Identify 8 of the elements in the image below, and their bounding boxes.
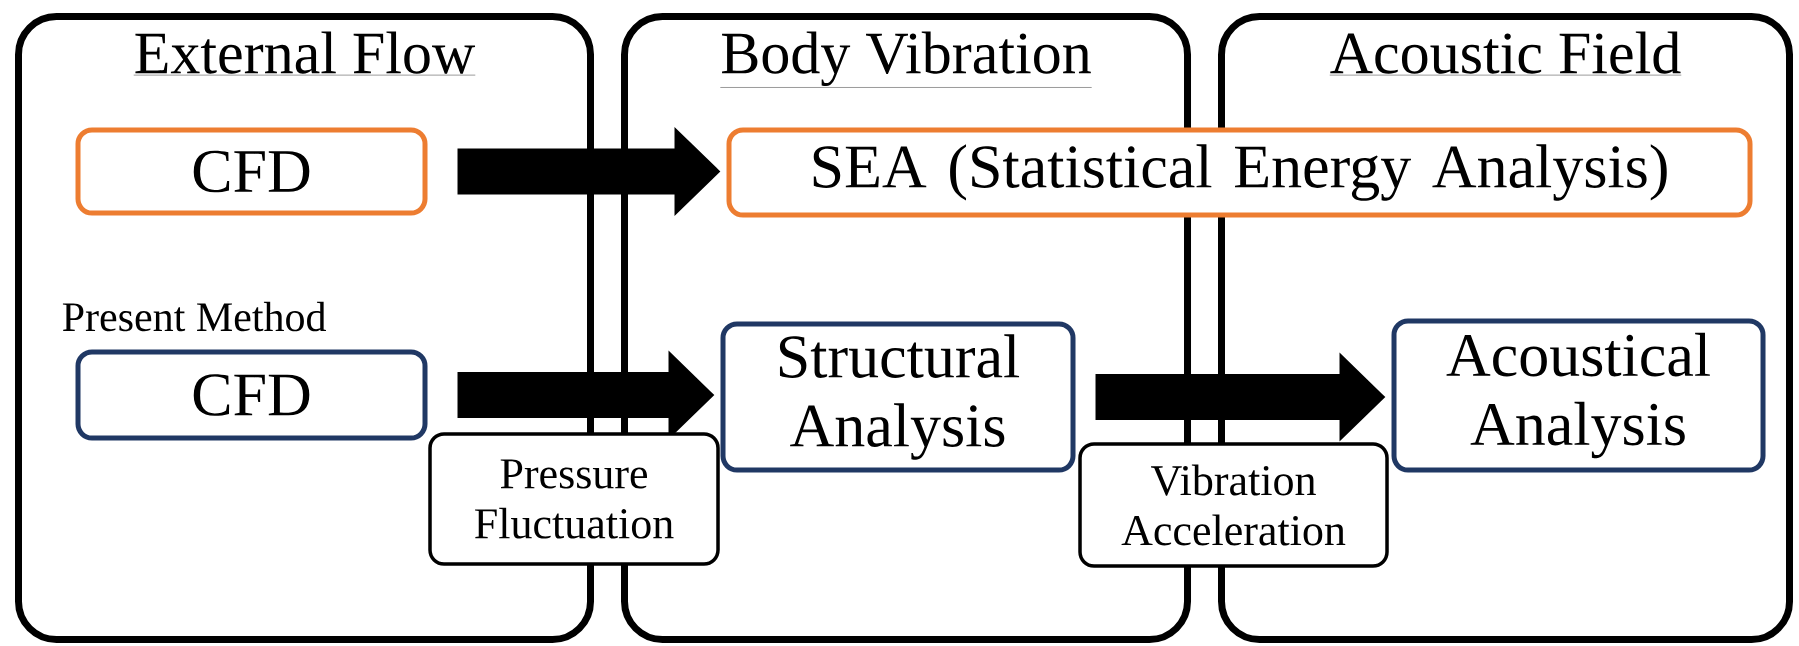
process-box: Structural Analysis — [720, 321, 1076, 473]
process-box: SEA (Statistical Energy Analysis) — [726, 127, 1753, 218]
process-box: CFD — [75, 349, 428, 441]
process-box: Acoustical Analysis — [1391, 318, 1766, 473]
edge-label: Pressure Fluctuation — [428, 432, 720, 566]
edge-label: Vibration Acceleration — [1078, 442, 1389, 568]
heading-text: Present Method — [62, 301, 326, 332]
process-box: CFD — [75, 127, 428, 216]
